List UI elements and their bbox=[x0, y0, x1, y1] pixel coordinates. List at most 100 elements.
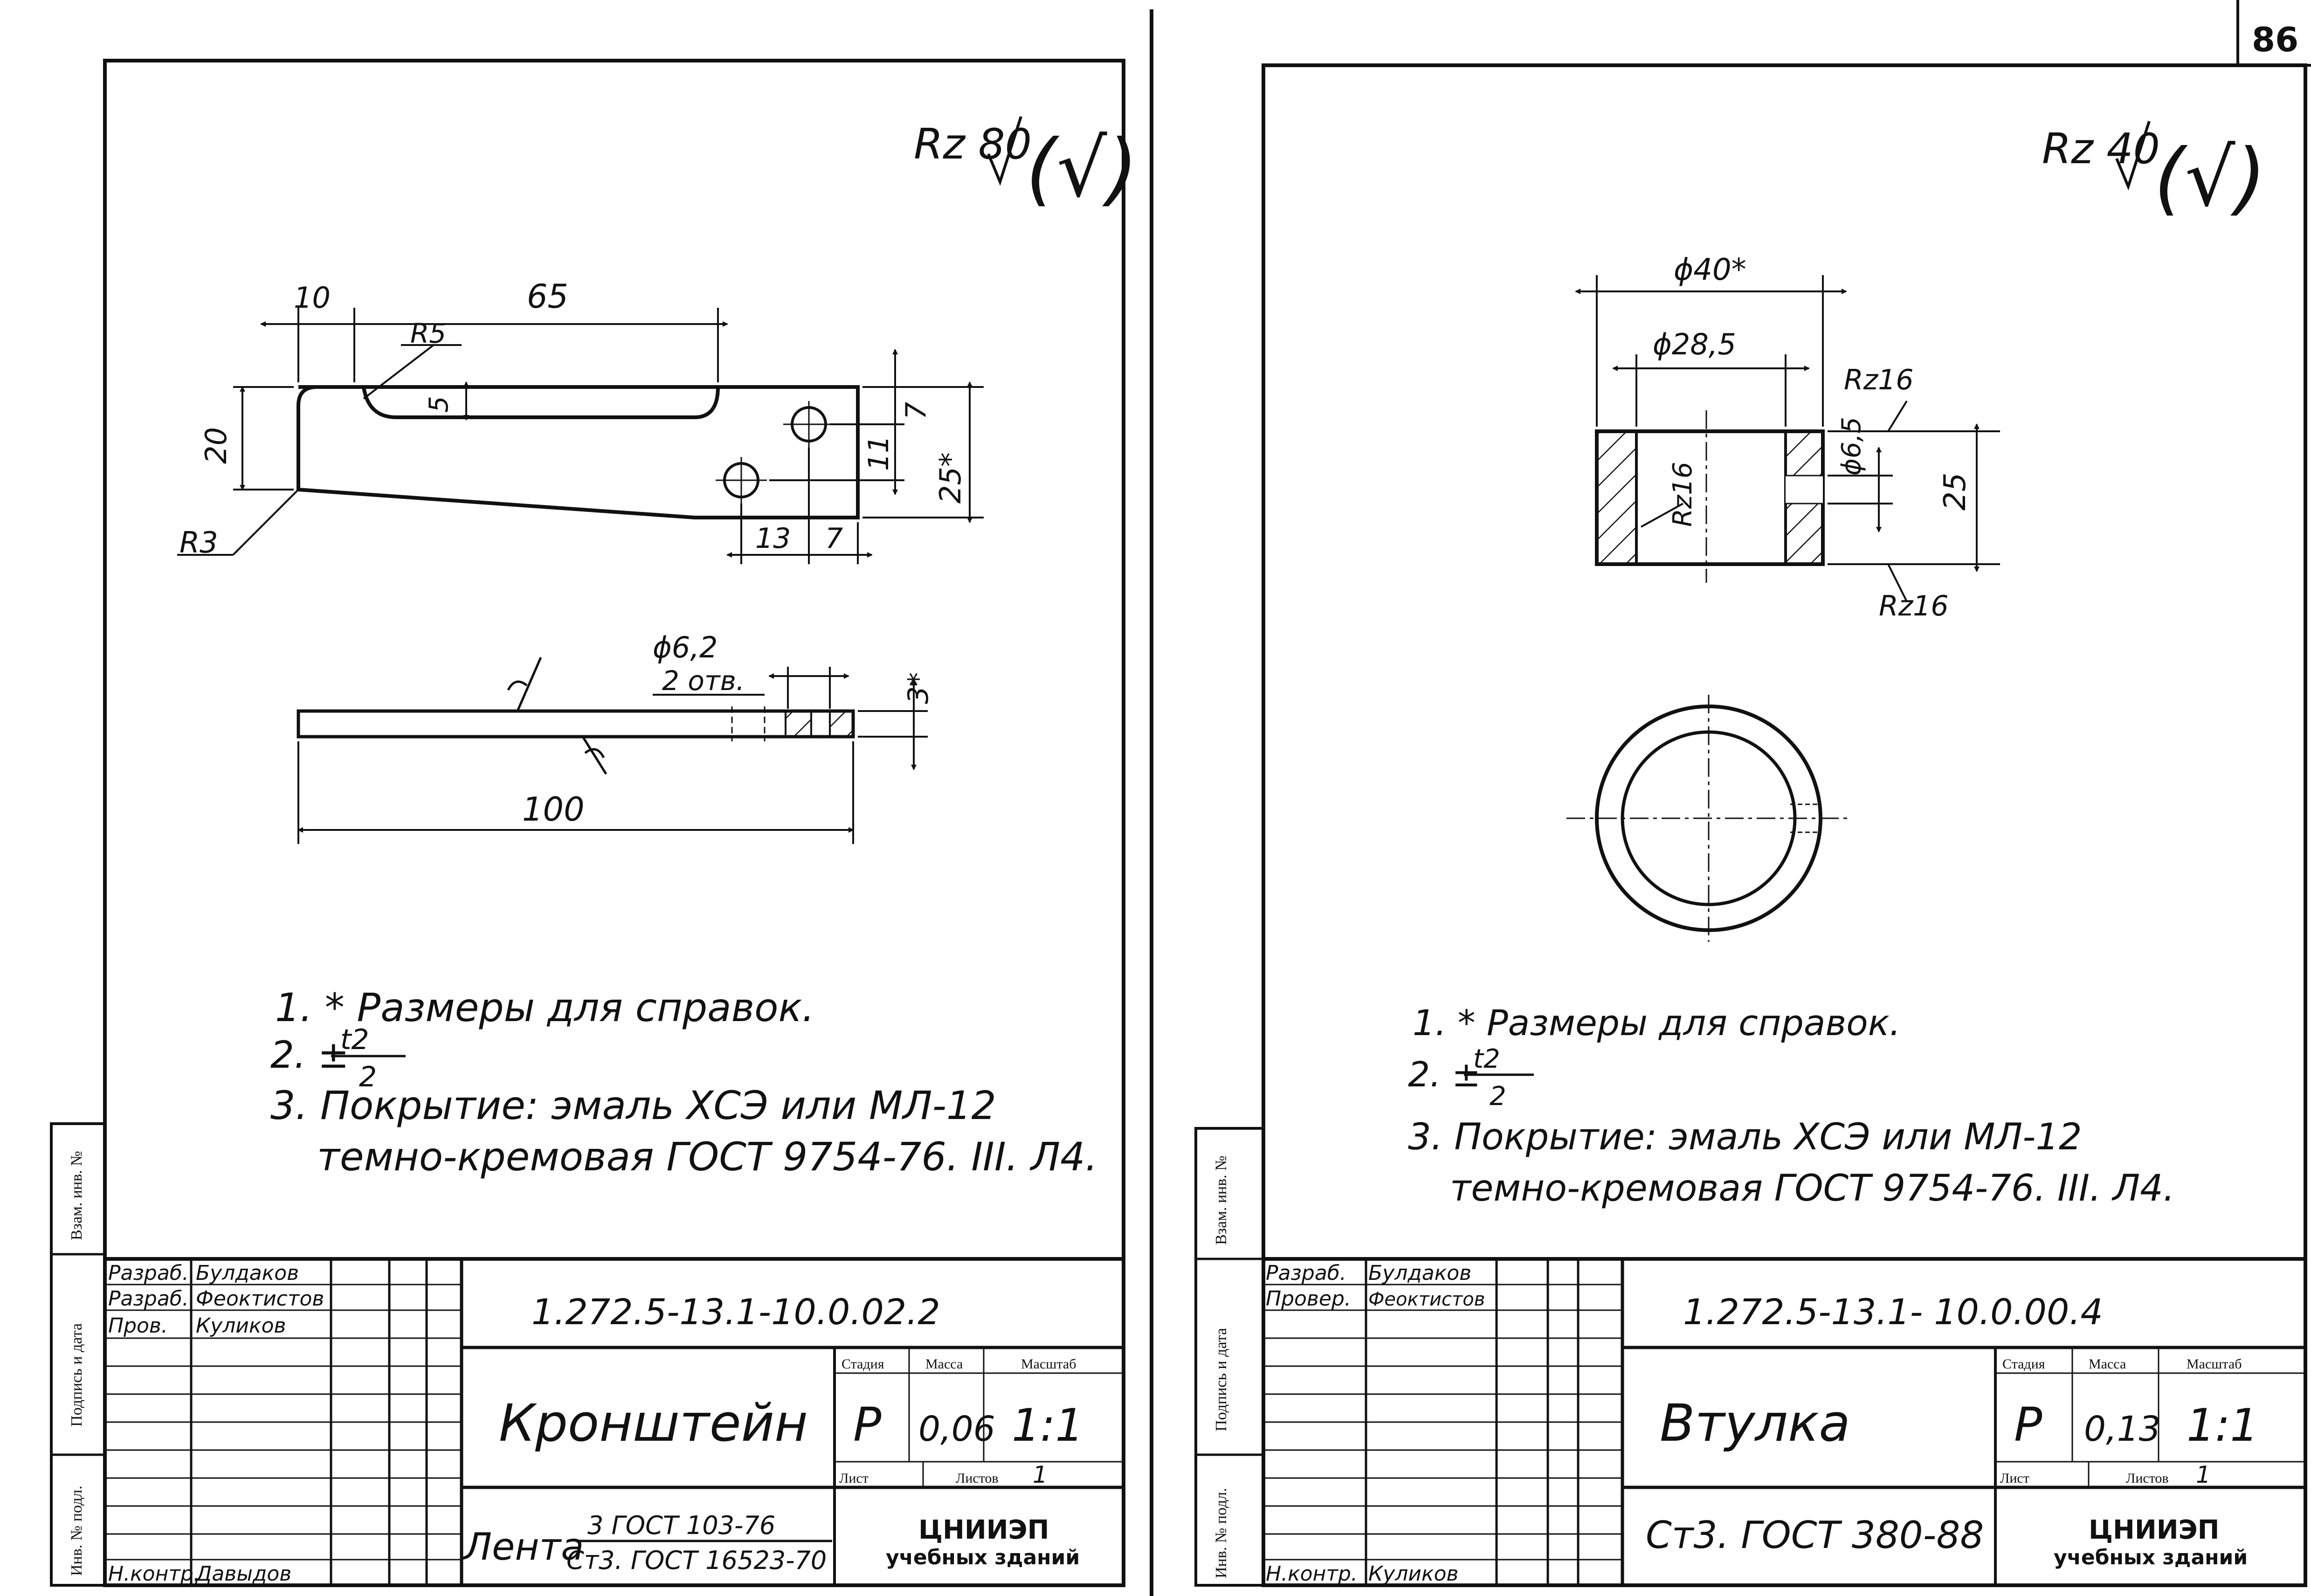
right-sheets-label: Листов bbox=[2126, 1471, 2169, 1486]
dim-hole-6-5: ϕ6,5 bbox=[1836, 417, 1867, 476]
right-note-3-line1: 3. Покрытие: эмаль ХСЭ или МЛ-12 bbox=[1408, 1116, 2082, 1158]
right-title-block-text: Разраб. Булдаков Провер. Феоктистов Н.ко… bbox=[1266, 1261, 2259, 1586]
dim-hole-diameter: ϕ6,2 bbox=[653, 630, 718, 664]
left-name-4: Давыдов bbox=[195, 1562, 291, 1586]
bushing-section-view bbox=[1595, 410, 1825, 583]
dim-holes-count: 2 отв. bbox=[662, 665, 745, 697]
right-role-1: Разраб. bbox=[1266, 1261, 1346, 1285]
left-note-3-line1: 3. Покрытие: эмаль ХСЭ или МЛ-12 bbox=[270, 1083, 996, 1128]
right-org-line1: ЦНИИЭП bbox=[2089, 1515, 2220, 1545]
dim-7-top: 7 bbox=[900, 402, 932, 420]
left-scale: 1:1 bbox=[1012, 1399, 1084, 1451]
right-notes: 1. * Размеры для справок. 2. ± t2 2 3. П… bbox=[1408, 1002, 2175, 1209]
left-mass: 0,06 bbox=[918, 1409, 995, 1449]
right-side-strip bbox=[1194, 1127, 1265, 1587]
dim-20: 20 bbox=[199, 427, 233, 464]
right-role-2: Провер. bbox=[1266, 1287, 1351, 1311]
left-sheets: 1 bbox=[1033, 1461, 1048, 1488]
left-note-1: 1. * Размеры для справок. bbox=[275, 985, 814, 1030]
right-title-block bbox=[1263, 1257, 2305, 1585]
dim-inner-diameter: ϕ28,5 bbox=[1653, 327, 1736, 361]
right-material: Ст3. ГОСТ 380-88 bbox=[1646, 1513, 1984, 1557]
dim-rz16-bottom: Rz16 bbox=[1879, 590, 1949, 622]
left-name-1: Булдаков bbox=[196, 1261, 299, 1285]
left-org-line1: ЦНИИЭП bbox=[918, 1515, 1049, 1545]
left-name-3: Куликов bbox=[196, 1314, 286, 1338]
left-role-1: Разраб. bbox=[108, 1261, 189, 1285]
bushing-section-dimensions bbox=[1575, 275, 2000, 602]
right-role-4: Н.контр. bbox=[1266, 1562, 1358, 1586]
left-sheet: Взам. инв. № Подпись и дата Инв. № подл.… bbox=[50, 59, 1138, 1587]
dim-5: 5 bbox=[424, 396, 454, 413]
left-name-2: Феоктистов bbox=[196, 1287, 324, 1311]
left-role-2: Разраб. bbox=[108, 1287, 189, 1311]
left-sheet-label: Лист bbox=[839, 1471, 869, 1486]
bracket-side-dimensions bbox=[297, 667, 928, 844]
right-roughness-paren: (√) bbox=[2154, 132, 2266, 224]
dim-25-height: 25 bbox=[1938, 473, 1973, 511]
right-scale: 1:1 bbox=[2187, 1399, 2259, 1451]
right-col-scale: Масштаб bbox=[2187, 1356, 2242, 1372]
dim-3: 3* bbox=[902, 672, 935, 704]
right-stamp-podp: Подпись и дата bbox=[1213, 1328, 1230, 1431]
right-sheet: Взам. инв. № Подпись и дата Инв. № подл.… bbox=[1194, 63, 2307, 1587]
left-title-block bbox=[105, 1257, 1124, 1585]
dim-rz16-top: Rz16 bbox=[1844, 364, 1914, 396]
dim-rz16-inner: Rz16 bbox=[1668, 462, 1698, 527]
right-sheet-label: Лист bbox=[2000, 1471, 2029, 1486]
left-col-mass: Масса bbox=[925, 1356, 963, 1372]
dim-25: 25* bbox=[933, 452, 967, 504]
bushing-plan-view bbox=[1566, 695, 1851, 942]
dim-7-bottom: 7 bbox=[825, 522, 843, 555]
right-roughness-value: Rz 40 bbox=[2042, 124, 2160, 173]
right-note-1: 1. * Размеры для справок. bbox=[1413, 1002, 1901, 1043]
left-stamp-podp: Подпись и дата bbox=[68, 1323, 85, 1427]
right-name-1: Булдаков bbox=[1368, 1261, 1471, 1285]
left-col-stage: Стадия bbox=[842, 1356, 884, 1372]
left-role-3: Пров. bbox=[108, 1314, 168, 1338]
left-material-prefix: Лента bbox=[462, 1525, 584, 1568]
bracket-plan-dimensions bbox=[177, 308, 984, 564]
page-number: 86 bbox=[2252, 20, 2298, 59]
dim-10: 10 bbox=[294, 281, 331, 315]
right-stamp-inv: Инв. № подл. bbox=[1213, 1488, 1230, 1578]
left-note-3-line2: темно-кремовая ГОСТ 9754-76. III. Л4. bbox=[317, 1134, 1097, 1180]
left-role-4: Н.контр. bbox=[108, 1562, 200, 1586]
left-doc-number: 1.272.5-13.1-10.0.02.2 bbox=[531, 1291, 940, 1333]
dim-100: 100 bbox=[522, 790, 585, 829]
right-org-line2: учебных зданий bbox=[2054, 1546, 2248, 1569]
dim-r5: R5 bbox=[410, 318, 446, 349]
left-roughness-paren: (√) bbox=[1026, 123, 1138, 215]
left-part-name: Кронштейн bbox=[499, 1393, 808, 1453]
bracket-side-view bbox=[297, 657, 855, 775]
right-part-name: Втулка bbox=[1660, 1393, 1850, 1453]
right-doc-number: 1.272.5-13.1- 10.0.00.4 bbox=[1683, 1291, 2103, 1333]
left-title-block-text: Разраб. Булдаков Разраб. Феоктистов Пров… bbox=[108, 1261, 1084, 1586]
left-col-scale: Масштаб bbox=[1021, 1356, 1076, 1372]
left-material-top: 3 ГОСТ 103-76 bbox=[587, 1511, 775, 1540]
right-note-2-denominator: 2 bbox=[1490, 1081, 1506, 1112]
left-note-2-numerator: t2 bbox=[340, 1023, 369, 1056]
right-frame bbox=[1262, 63, 2307, 1587]
left-material-bottom: Ст3. ГОСТ 16523-70 bbox=[566, 1546, 827, 1575]
dim-65: 65 bbox=[527, 277, 568, 316]
left-notes: 1. * Размеры для справок. 2. ± t2 2 3. П… bbox=[270, 985, 1097, 1180]
dim-outer-diameter: ϕ40* bbox=[1674, 253, 1746, 287]
right-roughness-check-icon bbox=[2115, 121, 2151, 191]
page-number-box: 86 bbox=[2236, 0, 2311, 67]
left-stamp-vzam: Взам. инв. № bbox=[68, 1151, 85, 1240]
bracket-plan-view bbox=[297, 385, 860, 519]
right-col-mass: Масса bbox=[2089, 1356, 2126, 1372]
left-note-2-denominator: 2 bbox=[359, 1061, 377, 1093]
left-stamp-inv: Инв. № подл. bbox=[68, 1485, 85, 1576]
left-roughness-check-icon bbox=[987, 116, 1022, 186]
left-side-strip bbox=[50, 1122, 106, 1587]
right-sheets: 1 bbox=[2196, 1461, 2211, 1488]
right-mass: 0,13 bbox=[2084, 1409, 2161, 1449]
left-stage: Р bbox=[853, 1397, 882, 1452]
left-org-line2: учебных зданий bbox=[886, 1546, 1080, 1569]
left-frame bbox=[103, 59, 1125, 1587]
left-roughness-value: Rz 80 bbox=[914, 120, 1032, 169]
right-col-stage: Стадия bbox=[2002, 1356, 2045, 1372]
